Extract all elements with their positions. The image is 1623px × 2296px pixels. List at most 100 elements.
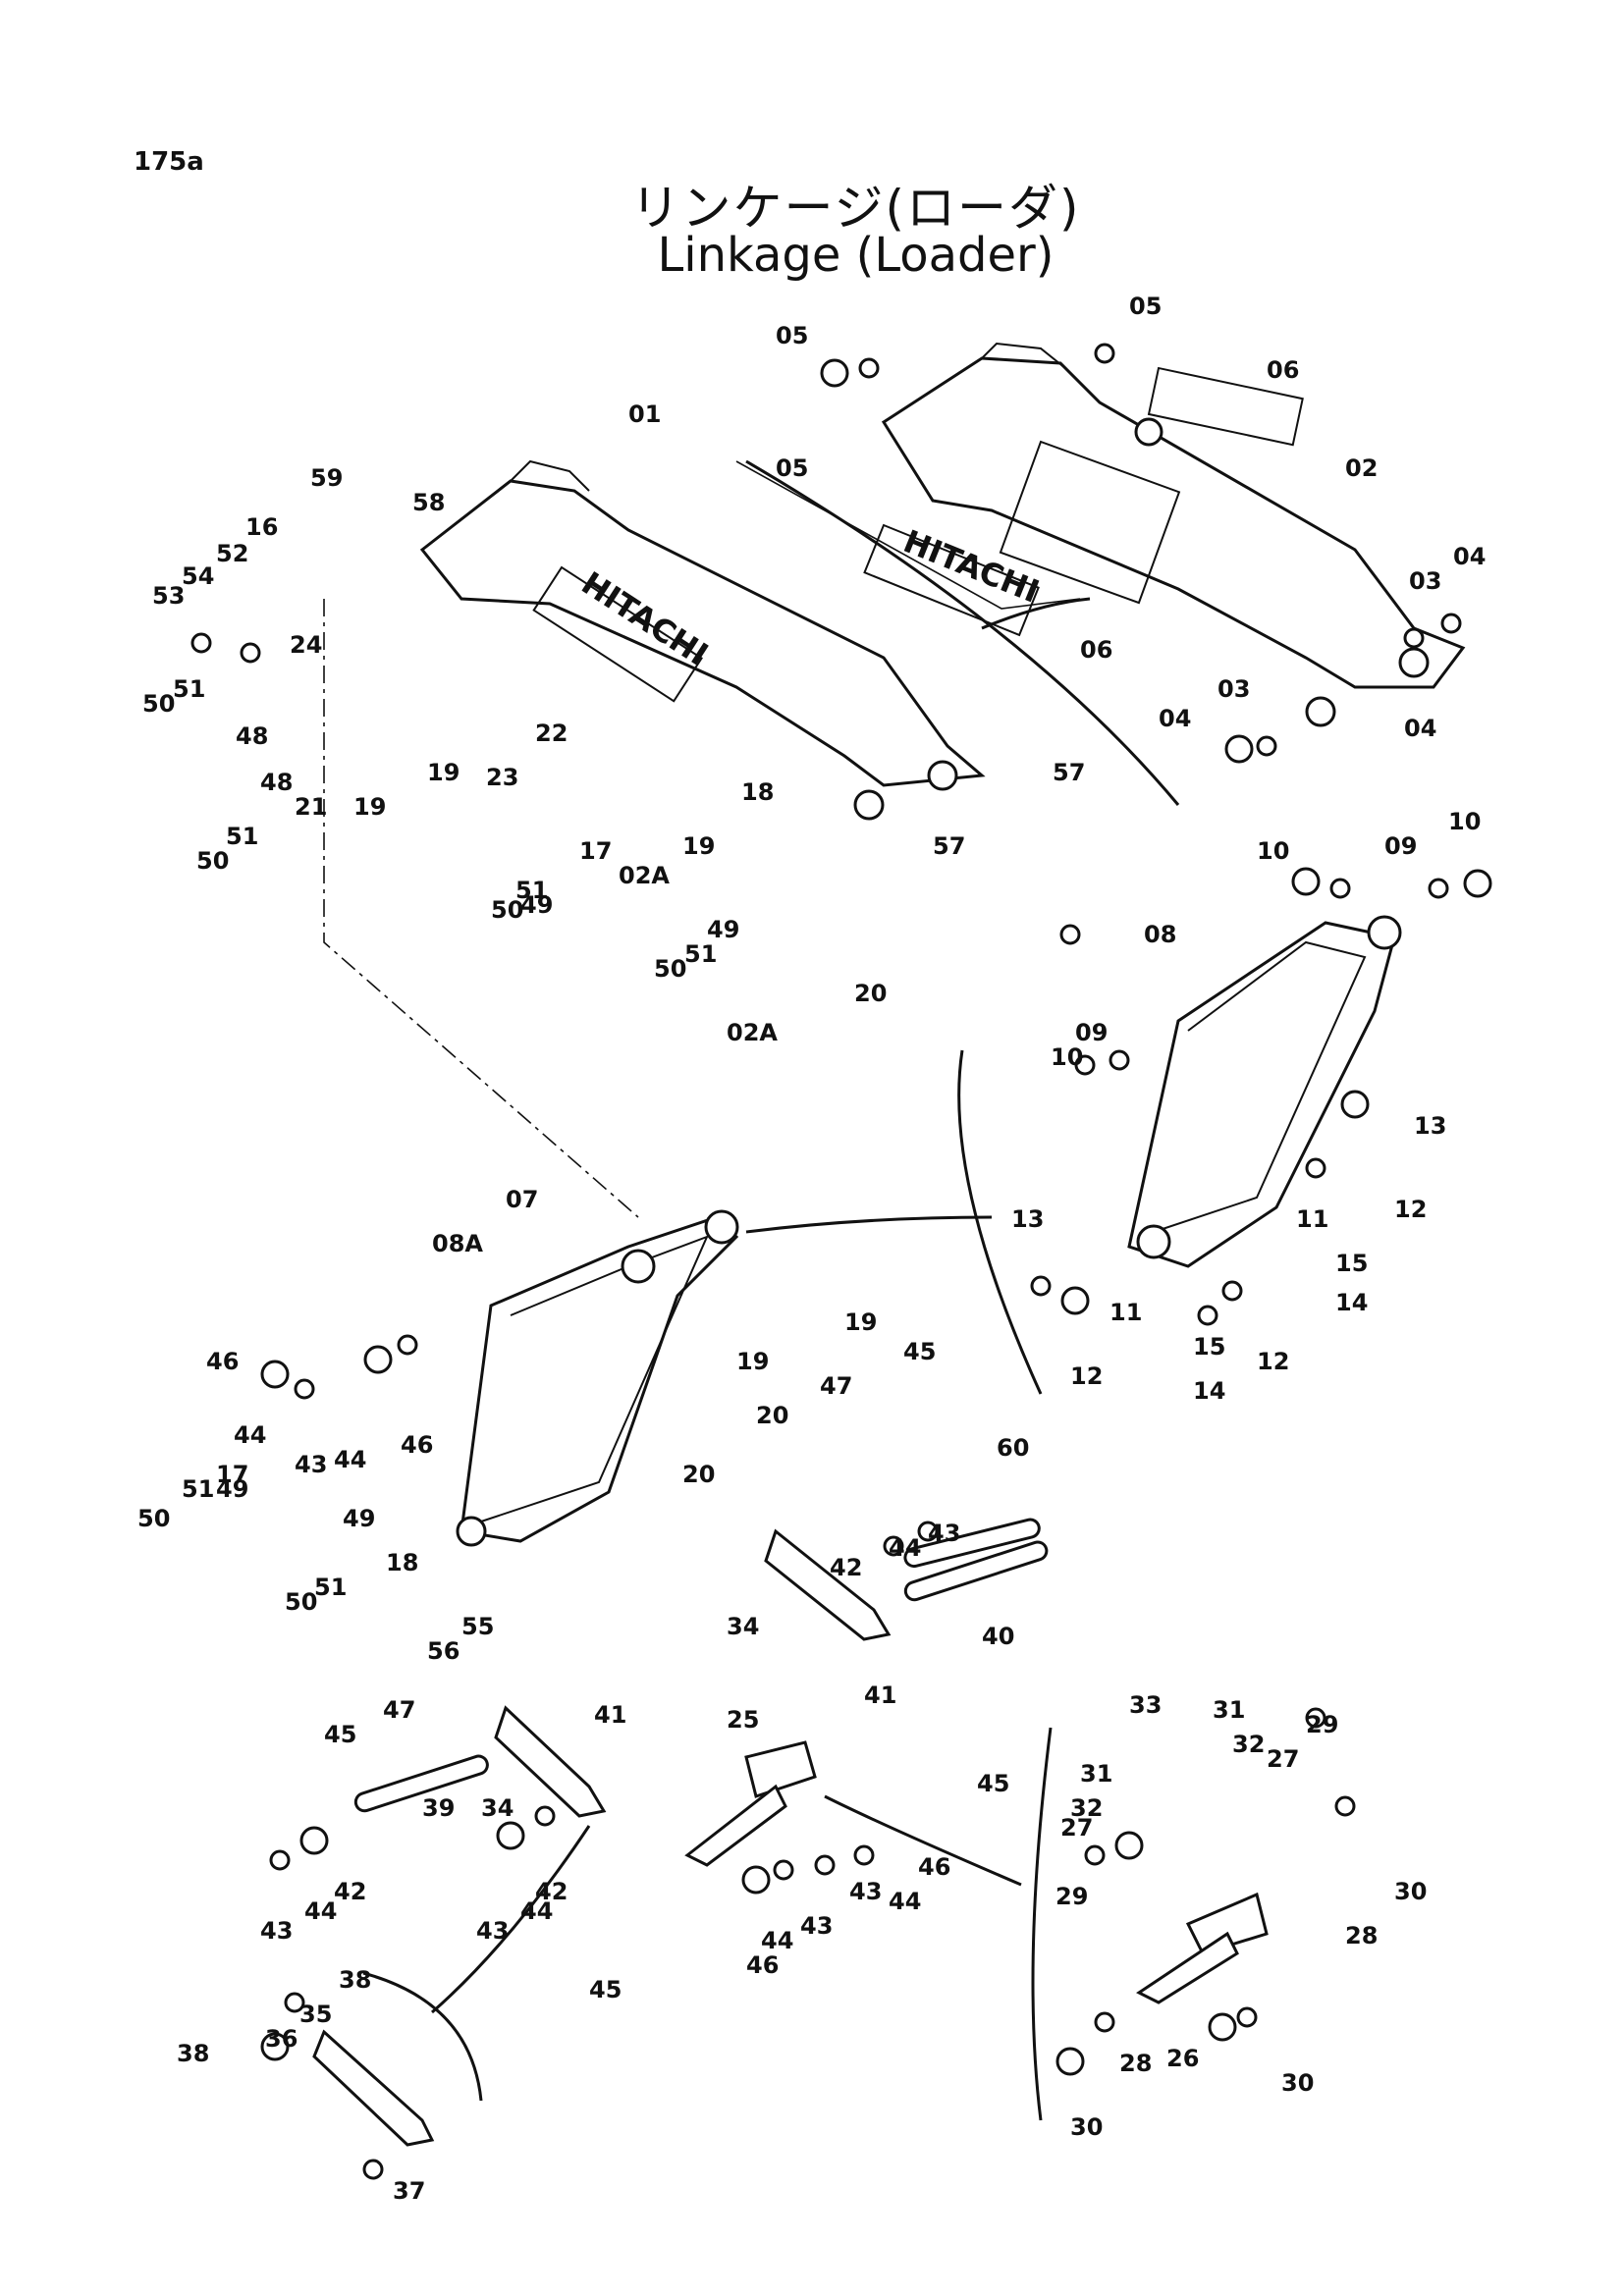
washer-or-bushing — [858, 357, 880, 379]
callout-06-2: 06 — [1080, 636, 1112, 664]
bellcrank-26 — [1136, 1892, 1269, 2004]
callout-41: 41 — [594, 1701, 626, 1729]
callout-07: 07 — [506, 1186, 538, 1213]
washer-or-bushing — [1109, 1049, 1130, 1071]
callout-41-2: 41 — [864, 1682, 896, 1709]
callout-46-3: 46 — [918, 1853, 950, 1881]
callout-53: 53 — [152, 582, 185, 610]
washer-or-bushing — [1463, 869, 1492, 898]
callout-27-2: 27 — [1060, 1814, 1093, 1842]
washer-or-bushing — [1236, 2006, 1258, 2028]
callout-06: 06 — [1267, 356, 1299, 384]
callout-42: 42 — [830, 1554, 862, 1581]
callout-54: 54 — [182, 562, 214, 590]
callout-52: 52 — [216, 540, 248, 567]
callout-44-4: 44 — [304, 1897, 337, 1925]
washer-or-bushing — [773, 1859, 794, 1881]
callout-08a: 08A — [432, 1230, 483, 1257]
washer-or-bushing — [1094, 2011, 1115, 2033]
washer-or-bushing — [397, 1334, 418, 1356]
callout-10-2: 10 — [1448, 808, 1481, 835]
washer-or-bushing — [1060, 1286, 1090, 1315]
washer-or-bushing — [260, 2032, 290, 2061]
callout-28-2: 28 — [1119, 2050, 1152, 2077]
callout-03-2: 03 — [1217, 675, 1250, 703]
bellcrank-25 — [684, 1740, 817, 1867]
washer-or-bushing — [1440, 613, 1462, 634]
washer-or-bushing — [917, 1521, 939, 1542]
callout-05-3: 05 — [776, 454, 808, 482]
callout-50-2: 50 — [196, 847, 229, 875]
callout-49-3: 49 — [216, 1475, 248, 1503]
callout-04: 04 — [1453, 543, 1486, 570]
callout-50: 50 — [142, 690, 175, 718]
callout-25: 25 — [727, 1706, 759, 1734]
callout-49-4: 49 — [343, 1505, 375, 1532]
washer-or-bushing — [1059, 924, 1081, 945]
callout-43: 43 — [295, 1451, 327, 1478]
callout-56: 56 — [427, 1637, 460, 1665]
boom-assembly-02: HITACHI — [863, 342, 1466, 727]
callout-51-4: 51 — [684, 940, 717, 968]
callout-23: 23 — [486, 764, 518, 791]
title-english: Linkage (Loader) — [657, 228, 1055, 283]
callout-51-2: 51 — [226, 823, 258, 850]
callout-43-4: 43 — [476, 1917, 509, 1945]
callout-32: 32 — [1232, 1731, 1265, 1758]
washer-or-bushing — [1305, 1707, 1326, 1729]
washer-or-bushing — [853, 1844, 875, 1866]
washer-or-bushing — [1329, 878, 1351, 899]
callout-44-3: 44 — [889, 1534, 921, 1562]
callout-02: 02 — [1345, 454, 1378, 482]
callout-55: 55 — [461, 1613, 494, 1640]
callout-20: 20 — [854, 980, 887, 1007]
callout-34: 34 — [727, 1613, 759, 1640]
callout-31: 31 — [1213, 1696, 1245, 1724]
callout-57-2: 57 — [933, 832, 965, 860]
callout-18-2: 18 — [386, 1549, 418, 1576]
callout-04-2: 04 — [1159, 705, 1191, 732]
callout-49-2: 49 — [707, 916, 739, 943]
callout-10-3: 10 — [1051, 1043, 1083, 1071]
callout-48: 48 — [236, 722, 268, 750]
arm-assembly-07 — [456, 1209, 739, 1547]
callout-37: 37 — [393, 2177, 425, 2205]
callout-05: 05 — [776, 322, 808, 349]
callout-17-2: 17 — [216, 1461, 248, 1488]
callout-20-3: 20 — [682, 1461, 715, 1488]
callout-44-6: 44 — [889, 1888, 921, 1915]
callout-12-3: 12 — [1257, 1348, 1289, 1375]
callout-51-5: 51 — [182, 1475, 214, 1503]
callout-44: 44 — [234, 1421, 266, 1449]
callout-48-2: 48 — [260, 769, 293, 796]
callout-09-2: 09 — [1075, 1019, 1108, 1046]
callout-19-5: 19 — [736, 1348, 769, 1375]
washer-or-bushing — [294, 1378, 315, 1400]
callout-45-3: 45 — [977, 1770, 1009, 1797]
washer-or-bushing — [240, 642, 261, 664]
callout-43-2: 43 — [928, 1520, 960, 1547]
callout-12: 12 — [1394, 1196, 1427, 1223]
callout-21: 21 — [295, 793, 327, 821]
callout-51-6: 51 — [314, 1574, 347, 1601]
page-number: 175a — [134, 147, 204, 177]
callout-38: 38 — [339, 1966, 371, 1994]
washer-or-bushing — [1403, 627, 1425, 649]
callout-16: 16 — [245, 513, 278, 541]
callout-50-3: 50 — [491, 896, 523, 924]
callout-45-2: 45 — [324, 1721, 356, 1748]
washer-or-bushing — [1224, 734, 1254, 764]
callout-11-2: 11 — [1109, 1299, 1142, 1326]
callout-29: 29 — [1306, 1711, 1338, 1738]
callout-34-2: 34 — [481, 1794, 514, 1822]
callout-57: 57 — [1053, 759, 1085, 786]
callout-44-7: 44 — [761, 1927, 793, 1954]
callout-44-5: 44 — [520, 1897, 553, 1925]
callout-19-4: 19 — [844, 1308, 877, 1336]
callout-28: 28 — [1345, 1922, 1378, 1949]
callout-24: 24 — [290, 631, 322, 659]
callout-51: 51 — [173, 675, 205, 703]
